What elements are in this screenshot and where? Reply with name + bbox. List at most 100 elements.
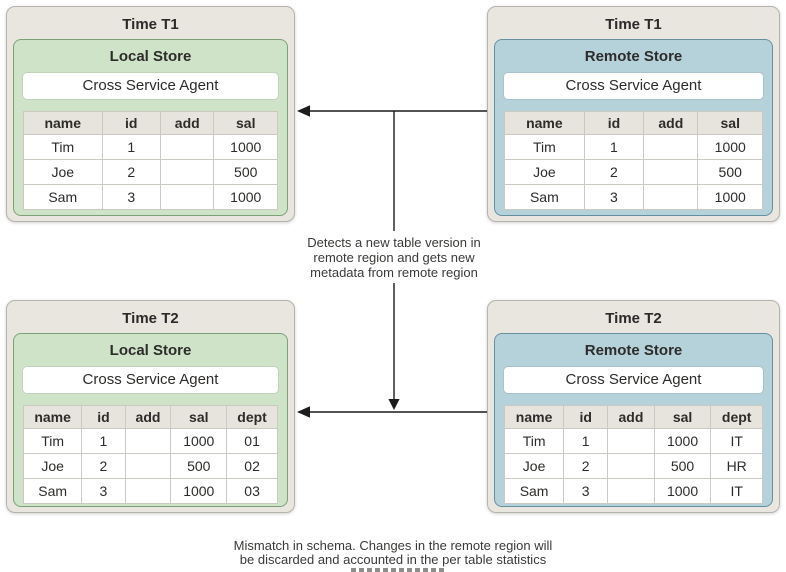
table-cell [124,478,172,504]
table-cell: 500 [213,159,278,185]
table-cell: IT [710,478,763,504]
table-row: Joe 2 500 [23,159,278,185]
column-header: name [22,405,83,429]
table-cell: Sam [503,478,565,504]
table-cell: 1 [583,134,645,160]
table-cell: 2 [563,453,609,479]
table-cell: 1 [101,134,161,160]
column-header: id [563,405,609,429]
table-cell: 1000 [697,184,763,210]
table-cell: Tim [22,428,83,454]
store-name-label: Local Store [109,342,192,359]
table-cell [159,134,215,160]
column-header: dept [226,405,278,429]
table-cell: Sam [23,184,103,210]
table-row: Joe 2 500 HR [503,453,763,479]
column-header: name [504,111,585,135]
panel-t1-remote-store: Time T1 Remote Store Cross Service Agent… [487,6,780,222]
local-store-box: Local Store Cross Service Agent name id … [13,39,288,216]
table-cell: Tim [503,428,565,454]
table-cell: 3 [563,478,609,504]
table-header-row: name id add sal dept [503,405,763,429]
table-cell [643,184,699,210]
table-cell: 2 [81,453,126,479]
middle-note: Detects a new table version in remote re… [284,235,504,280]
column-header: add [124,405,172,429]
column-header: name [503,405,565,429]
panel-t1-local-store: Time T1 Local Store Cross Service Agent … [6,6,295,222]
cross-service-agent-bar: Cross Service Agent [504,73,763,99]
caption-third-line-clipped [351,568,447,572]
table-cell: 01 [226,428,278,454]
table-row: Tim 1 1000 [23,134,278,160]
time-label: Time T1 [122,16,179,33]
time-label: Time T1 [605,16,662,33]
table-cell: 03 [226,478,278,504]
panel-t2-local-store: Time T2 Local Store Cross Service Agent … [6,300,295,513]
table-row: Joe 2 500 02 [22,453,278,479]
table-cell [643,159,699,185]
panel-t2-remote-store: Time T2 Remote Store Cross Service Agent… [487,300,780,513]
table-header-row: name id add sal [504,111,763,135]
store-table: name id add sal Tim 1 1000 Joe [23,111,278,210]
middle-note-line: remote region and gets new [313,250,475,265]
table-cell: 1000 [653,478,712,504]
table-cell [607,453,655,479]
table-cell: 1000 [653,428,712,454]
remote-store-box: Remote Store Cross Service Agent name id… [494,39,773,216]
table-cell: Sam [22,478,83,504]
table-cell [159,184,215,210]
table-cell: IT [710,428,763,454]
table-cell: 500 [170,453,228,479]
column-header: sal [213,111,278,135]
column-header: add [643,111,699,135]
store-name-label: Remote Store [584,48,683,65]
local-store-box: Local Store Cross Service Agent name id … [13,333,288,507]
table-cell: 500 [653,453,712,479]
table-cell: Joe [503,453,565,479]
table-row: Tim 1 1000 01 [22,428,278,454]
table-row: Joe 2 500 [504,159,763,185]
table-row: Sam 3 1000 [23,184,278,210]
column-header: dept [710,405,763,429]
remote-store-box: Remote Store Cross Service Agent name id… [494,333,773,507]
table-cell [607,428,655,454]
cross-service-agent-bar: Cross Service Agent [23,367,278,393]
table-cell: 500 [697,159,763,185]
table-cell: Tim [23,134,103,160]
table-row: Sam 3 1000 IT [503,478,763,504]
down-arrowhead [388,399,400,410]
table-cell [159,159,215,185]
table-cell: Joe [23,159,103,185]
middle-note-line: Detects a new table version in [307,235,481,250]
table-cell [643,134,699,160]
table-cell: Sam [504,184,585,210]
table-row: Sam 3 1000 [504,184,763,210]
store-table: name id add sal Tim 1 1000 Joe [504,111,763,210]
table-cell: 1000 [697,134,763,160]
arrow-remote-to-local-t1 [297,105,487,117]
table-cell: HR [710,453,763,479]
table-cell [607,478,655,504]
table-cell [124,428,172,454]
table-cell: Joe [504,159,585,185]
arrow-remote-to-local-t2 [297,406,487,418]
table-cell: 2 [583,159,645,185]
table-header-row: name id add sal dept [22,405,278,429]
column-header: add [607,405,655,429]
store-table: name id add sal dept Tim 1 1000 01 [22,405,278,504]
table-cell: 02 [226,453,278,479]
table-header-row: name id add sal [23,111,278,135]
table-cell: 3 [81,478,126,504]
table-cell: 1000 [213,134,278,160]
column-header: id [583,111,645,135]
column-header: sal [653,405,712,429]
table-row: Sam 3 1000 03 [22,478,278,504]
table-cell: 1000 [170,478,228,504]
cross-service-agent-bar: Cross Service Agent [23,73,278,99]
table-cell: 2 [101,159,161,185]
table-cell [124,453,172,479]
store-name-label: Local Store [109,48,192,65]
column-header: add [159,111,215,135]
table-cell: 1 [81,428,126,454]
